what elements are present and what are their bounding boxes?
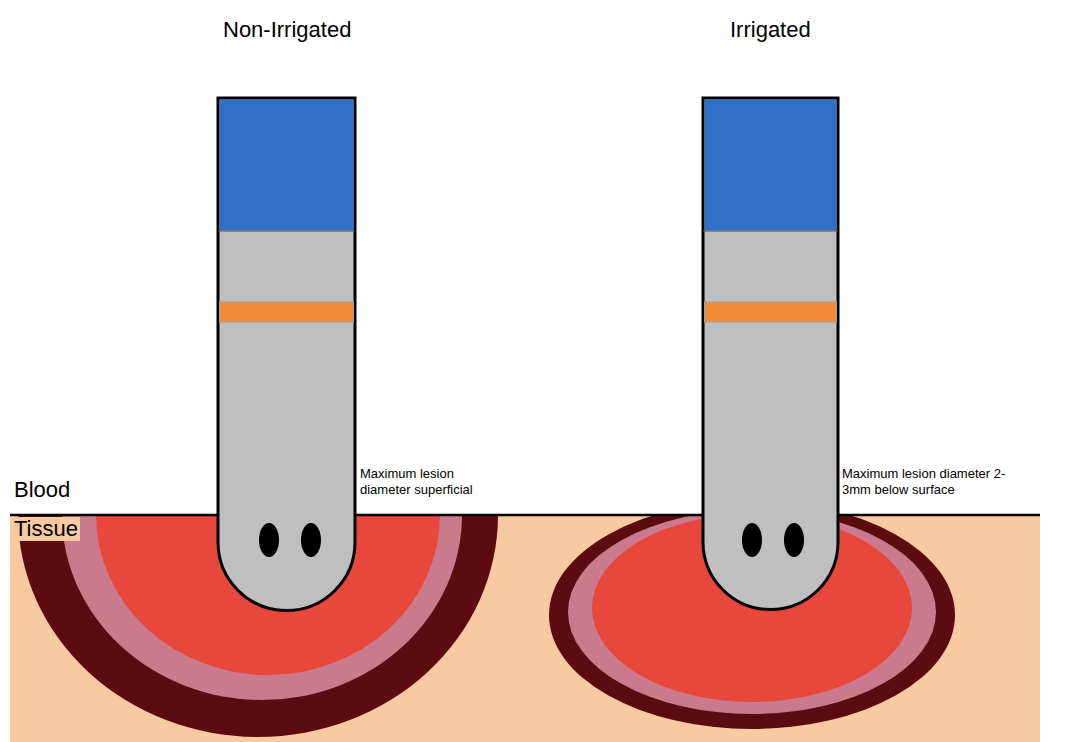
catheter-irrigated: [703, 98, 838, 610]
surface-line: [10, 514, 1040, 517]
region-name: Tissue: [12, 517, 80, 541]
lesion-deep: [549, 515, 955, 729]
region-name: Blood: [12, 478, 72, 502]
column-title: Non-Irrigated: [223, 16, 351, 44]
catheter-non-irrigated: [218, 98, 355, 611]
column-title: Irrigated: [730, 16, 811, 44]
annotation-note: Maximum lesion diameter 2-3mm below surf…: [842, 466, 1020, 499]
blood-region-label: Blood: [12, 478, 72, 502]
tissue-region-label: Tissue: [12, 517, 80, 541]
annotation-note: Maximum lesion diameter superficial: [360, 466, 495, 499]
